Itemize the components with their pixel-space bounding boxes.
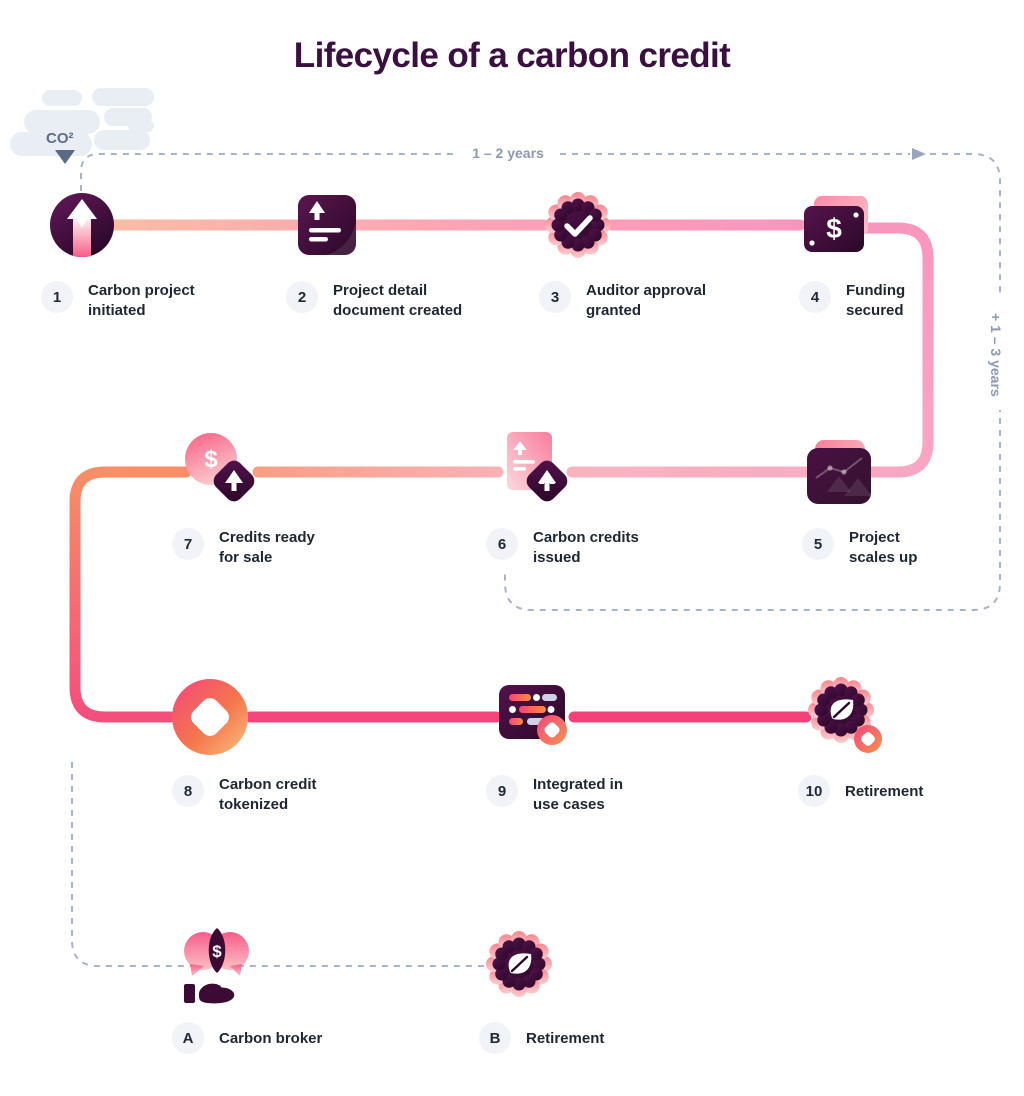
step-label: Carbon project initiated: [88, 282, 195, 319]
branch-label: Retirement: [526, 1030, 605, 1047]
dashed-timeline-path: [80, 153, 1001, 611]
step-number-badge: 7: [172, 528, 204, 560]
step-number-badge: 10: [798, 775, 830, 807]
step-label: Retirement: [845, 783, 924, 800]
step-number-badge: 8: [172, 775, 204, 807]
duration-top-label: 1 – 2 years: [458, 145, 558, 161]
cloud-puff: [94, 130, 150, 150]
svg-text:$: $: [212, 942, 222, 961]
project-document-icon: [296, 193, 358, 262]
step-10: 10 Retirement: [798, 775, 923, 807]
arrow-right-icon: [912, 148, 926, 160]
page-title: Lifecycle of a carbon credit: [293, 36, 731, 75]
branch-label: Carbon broker: [219, 1030, 323, 1047]
step-5: 5 Project scales up: [802, 528, 917, 568]
step-4: 4 Funding secured: [799, 281, 905, 321]
cloud-puff: [24, 110, 100, 134]
branch-b: B Retirement: [479, 1022, 604, 1054]
branch-letter-badge: B: [479, 1022, 511, 1054]
step-label: Credits ready for sale: [219, 529, 315, 566]
step-label: Funding secured: [846, 282, 906, 319]
token-icon: [172, 679, 248, 760]
step-label: Project scales up: [849, 529, 918, 566]
step-9: 9 Integrated in use cases: [486, 775, 623, 815]
approval-badge-icon: [545, 192, 611, 263]
co2-cloud: [0, 84, 180, 174]
step-number-badge: 6: [486, 528, 518, 560]
cloud-puff: [10, 132, 92, 156]
main-flow-path: [69, 219, 934, 723]
integration-card-icon: [499, 685, 573, 756]
step-8: 8 Carbon credit tokenized: [172, 775, 317, 815]
cloud-puff: [128, 120, 154, 132]
step-number-badge: 4: [799, 281, 831, 313]
credit-sale-icon: $: [183, 432, 265, 517]
step-7: 7 Credits ready for sale: [172, 528, 315, 568]
step-label: Integrated in use cases: [533, 776, 624, 813]
step-1: 1 Carbon project initiated: [41, 281, 195, 321]
step-number-badge: 3: [539, 281, 571, 313]
cloud-puff: [42, 90, 82, 106]
carbon-broker-icon: $: [178, 926, 258, 1017]
carbon-project-icon: [50, 193, 114, 262]
branch-letter-badge: A: [172, 1022, 204, 1054]
step-number-badge: 9: [486, 775, 518, 807]
branch-a: A Carbon broker: [172, 1022, 322, 1054]
duration-right-label: + 1 – 3 years: [988, 300, 1004, 410]
credit-document-icon: [498, 432, 578, 517]
banknote-icon: $: [798, 194, 876, 261]
step-label: Carbon credits issued: [533, 529, 639, 566]
step-2: 2 Project detail document created: [286, 281, 462, 321]
svg-text:$: $: [204, 446, 218, 473]
svg-text:$: $: [826, 213, 842, 244]
retirement-token-badge-icon: [804, 673, 888, 762]
hand-icon: [184, 983, 235, 1004]
triangle-down-icon: [55, 150, 75, 164]
step-6: 6 Carbon credits issued: [486, 528, 639, 568]
step-label: Auditor approval granted: [586, 282, 707, 319]
dashed-branch-path: [71, 762, 490, 967]
step-number-badge: 1: [41, 281, 73, 313]
growth-card-icon: [806, 440, 874, 511]
step-number-badge: 5: [802, 528, 834, 560]
step-label: Project detail document created: [333, 282, 463, 319]
step-3: 3 Auditor approval granted: [539, 281, 706, 321]
retirement-badge-icon: [483, 928, 555, 1005]
co2-label: CO²: [46, 130, 74, 147]
step-label: Carbon credit tokenized: [219, 776, 317, 813]
step-number-badge: 2: [286, 281, 318, 313]
cloud-puff: [92, 88, 154, 106]
